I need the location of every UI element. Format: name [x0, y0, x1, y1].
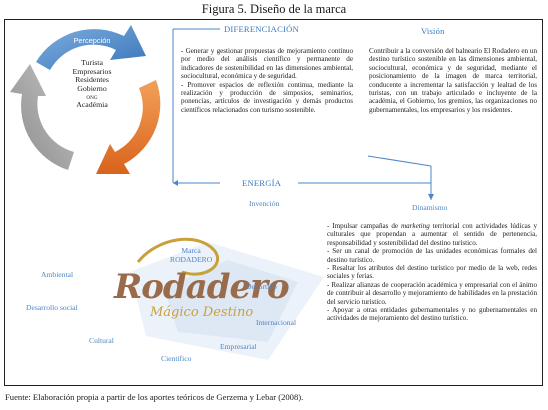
dinamismo-bullet: - Realizar alianzas de cooperación acadé…	[327, 280, 537, 306]
dimension-cientifico: Científico	[161, 354, 192, 363]
diferenciacion-bullet: - Generar y gestionar propuestas de mejo…	[181, 47, 353, 81]
source-footer: Fuente: Elaboración propia a partir de l…	[5, 392, 304, 402]
vision-heading: Visión	[421, 26, 445, 36]
logo-tagline: Mágico Destino	[150, 305, 254, 320]
dinamismo-heading: Dinamismo	[412, 203, 448, 212]
figure-title: Figura 5. Diseño de la marca	[201, 2, 347, 16]
marca-label: Marca RODADERO	[170, 246, 212, 264]
figure-frame	[4, 19, 543, 386]
diferenciacion-text: - Generar y gestionar propuestas de mejo…	[181, 47, 353, 114]
energia-invencion: Invención	[249, 199, 280, 208]
dimension-deportivo: Deportivo	[246, 282, 277, 291]
dimension-ambiental: Ambiental	[41, 270, 74, 279]
dinamismo-bullet: - Resaltar los atributos del destino tur…	[327, 264, 537, 281]
dinamismo-bullet: - Ser un canal de promoción de las unida…	[327, 247, 537, 264]
center-line-turista: Turista	[81, 58, 103, 67]
blue-arc-arrow	[36, 25, 146, 70]
vision-text: Contribuir a la conversión del balneario…	[369, 47, 537, 114]
cycle-center-text: Turista Empresarios Residentes Gobierno …	[54, 58, 130, 110]
energia-heading: ENERGÍA	[242, 178, 282, 188]
dimension-empresarial: Empresarial	[220, 342, 257, 351]
orange-arc-arrow	[96, 80, 161, 174]
logo-swirl	[136, 237, 220, 276]
center-line-empresarios: Empresarios	[72, 66, 112, 76]
stage-percepcion: Percepción	[73, 36, 111, 45]
center-line-residentes: Residentes	[75, 75, 109, 85]
dinamismo-text: - Impulsar campañas de marketing territo…	[327, 222, 537, 323]
energia-arrowhead	[173, 180, 178, 186]
cycle-graphic	[10, 25, 161, 174]
dinamismo-bullet: - Apoyar a otras entidades gubernamental…	[327, 306, 537, 323]
dinamismo-arrowhead	[428, 194, 434, 200]
gray-arc-arrow	[10, 64, 74, 170]
dimension-cultural: Cultural	[89, 336, 114, 345]
logo-wordmark: Rodadero	[114, 267, 290, 307]
diferenciacion-heading: DIFERENCIACIÓN	[224, 24, 299, 34]
dinamismo-bullet: - Impulsar campañas de marketing territo…	[327, 222, 537, 247]
diferenciacion-bullet: - Promover espacios de reflexión continu…	[181, 80, 353, 114]
marca-label-line2: RODADERO	[170, 255, 213, 264]
logo-background	[130, 237, 324, 360]
center-line-academia: Académia	[76, 100, 108, 110]
center-connector-ong: ONG	[86, 95, 98, 102]
dimension-desarrollo-social: Desarrollo social	[26, 303, 78, 312]
center-line-gobierno: Gobierno	[77, 83, 107, 93]
marca-label-line1: Marca	[181, 246, 201, 255]
vision-to-dinamismo-line	[367, 155, 432, 167]
dimension-internacional: Internacional	[256, 318, 297, 327]
